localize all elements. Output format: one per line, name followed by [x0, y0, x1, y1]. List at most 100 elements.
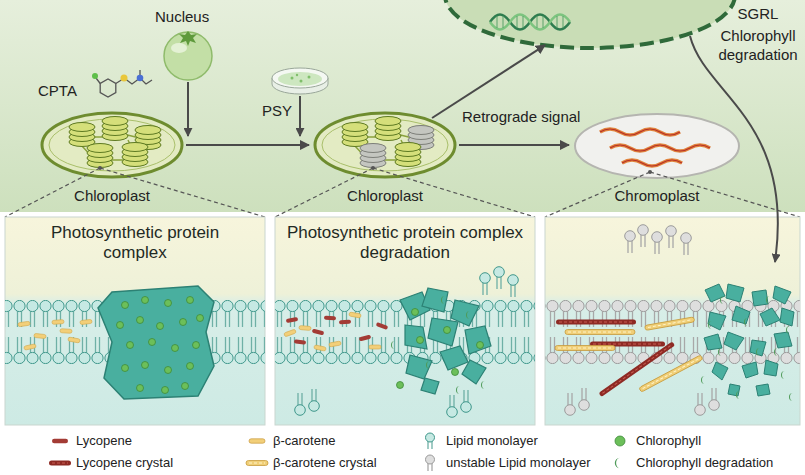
membrane-panel [750, 340, 766, 356]
zoom-guide-line [5, 168, 800, 217]
membrane-panel [728, 384, 740, 396]
chloroplast-shape [69, 123, 95, 147]
legend-sample [245, 432, 269, 450]
membrane-panel [602, 345, 671, 393]
legend-item: Lycopene [48, 432, 132, 450]
legend-swatch [49, 461, 71, 466]
membrane-panel [508, 275, 519, 297]
petri-dish [291, 77, 294, 80]
edge-label: Retrograde signal [462, 108, 580, 125]
treatment-arrow [299, 96, 301, 136]
cpta-molecule [121, 75, 128, 82]
membrane-panel [295, 393, 306, 415]
membrane-panel [720, 296, 724, 304]
petri-dish [272, 68, 328, 94]
organelle-label: Chloroplast [347, 188, 423, 204]
membrane-panel [559, 322, 633, 323]
membrane-panel [349, 312, 362, 318]
membrane-panel [314, 345, 327, 351]
membrane-panel [764, 360, 778, 376]
membrane-panel [127, 342, 134, 349]
chloroplast-shape [360, 144, 386, 168]
chloroplast-shape [315, 113, 455, 177]
membrane-panel [339, 319, 351, 324]
membrane-panel [397, 382, 404, 389]
membrane-panel [704, 284, 794, 396]
legend-sample [418, 432, 442, 450]
membrane-panel [555, 346, 615, 351]
membrane-panel [324, 315, 336, 320]
membrane-panel [60, 329, 72, 334]
chromoplast-shape [622, 160, 682, 166]
membrane-panel [724, 332, 744, 350]
tomato-fruit [164, 32, 212, 80]
cpta-molecule [92, 70, 152, 97]
membrane-panel [299, 325, 311, 330]
membrane-panel [462, 360, 486, 384]
membrane-panel [122, 365, 129, 372]
chloroplast-shape [342, 123, 368, 147]
membrane-panel [752, 290, 768, 306]
annotation-label: Chlorophyll degradation [716, 26, 800, 64]
membrane-panel [294, 339, 306, 345]
membrane-panel [645, 317, 695, 331]
membrane-panel [666, 226, 677, 248]
annotation-label: PSY [262, 102, 292, 119]
membrane-panel [736, 391, 740, 399]
membrane-panel [545, 217, 800, 425]
membrane-panel [456, 386, 460, 394]
membrane-panel [708, 321, 712, 329]
annotation-label: CPTA [38, 82, 77, 99]
membrane-panel [744, 318, 748, 326]
panel-title: Photosynthetic protein complex [50, 223, 220, 263]
chromoplast-shape [610, 145, 710, 151]
zoom-guide-line [648, 170, 652, 174]
cpta-molecule [92, 73, 98, 79]
membrane-panel [555, 346, 615, 351]
legend-item: β-carotene [245, 432, 335, 450]
membrane-panel [18, 321, 30, 327]
chromoplast-shape [600, 129, 680, 135]
legend-text: Chlorophyll [636, 433, 701, 449]
membrane-panel [545, 300, 800, 364]
legend-swatch [426, 433, 435, 442]
membrane-panel [773, 286, 791, 304]
membrane-panel [643, 359, 700, 389]
membrane-panel [52, 320, 64, 325]
membrane-panel [417, 337, 424, 344]
membrane-panel [774, 332, 792, 348]
organelle-label: Chloroplast [74, 188, 150, 204]
chloroplast-shape [87, 144, 113, 168]
membrane-panel [142, 362, 149, 369]
chloroplast-shape [315, 113, 455, 177]
membrane-panel [359, 335, 372, 342]
membrane-panel [625, 231, 636, 253]
legend-sample [245, 454, 269, 472]
chromoplast-shape [622, 160, 682, 166]
membrane-panel [681, 233, 692, 255]
membrane-panel [756, 348, 760, 356]
legend-swatch [52, 439, 68, 443]
membrane-panel [426, 361, 430, 369]
legend-text: β-carotene crystal [273, 455, 377, 471]
membrane-panel [329, 341, 342, 347]
membrane-panel [481, 381, 485, 389]
legend-text: Lycopene [76, 433, 132, 449]
degradation-arrow [690, 36, 778, 262]
membrane-panel [645, 317, 695, 331]
membrane-panel [494, 267, 505, 289]
membrane-panel [568, 332, 632, 333]
membrane-panel [172, 345, 179, 352]
chloroplast-shape [102, 117, 128, 141]
zoom-guide-line [371, 166, 375, 170]
chloroplast-shape [42, 113, 182, 177]
petri-dish [278, 72, 322, 86]
legend-sample [249, 463, 265, 464]
signal-arrow [186, 144, 309, 146]
tomato-fruit [164, 31, 212, 80]
membrane-panel [593, 344, 662, 345]
degradation-arrow [690, 36, 778, 262]
chromoplast-shape [575, 114, 739, 178]
